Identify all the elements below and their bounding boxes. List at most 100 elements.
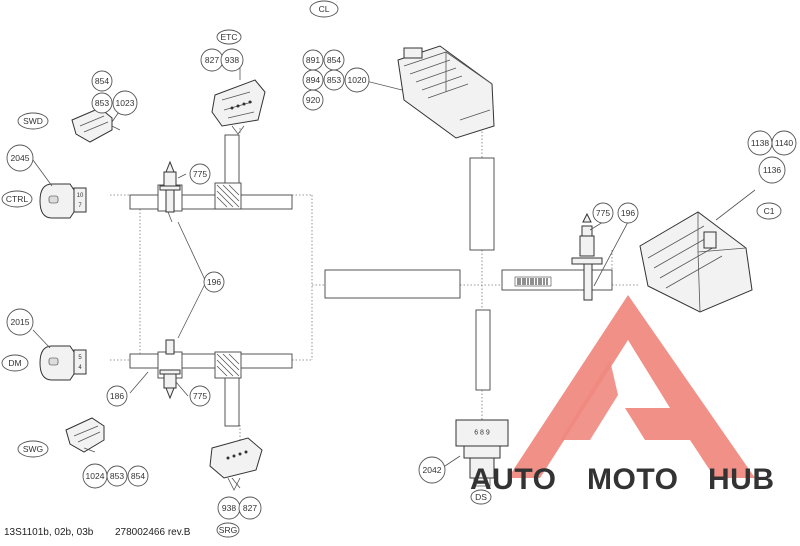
callout-dm: DM (1, 354, 29, 372)
callout-1140: 1140 (771, 130, 797, 156)
svg-text:SRG: SRG (219, 525, 237, 535)
callout-2042: 2042 (418, 456, 446, 484)
svg-text:1138: 1138 (751, 138, 770, 148)
callout-853-b: 853 (106, 465, 128, 487)
svg-text:CL: CL (319, 4, 330, 14)
callout-swd: SWD (17, 112, 49, 130)
svg-text:853: 853 (110, 471, 124, 481)
svg-text:186: 186 (110, 391, 124, 401)
callout-853-c: 853 (323, 69, 345, 91)
svg-text:891: 891 (306, 55, 320, 65)
footer-part-ref: 13S1101b, 02b, 03b (4, 527, 94, 538)
callout-775-c: 775 (592, 202, 614, 224)
svg-text:775: 775 (193, 391, 207, 401)
svg-text:DM: DM (8, 358, 21, 368)
callout-186: 186 (106, 385, 128, 407)
svg-text:775: 775 (193, 169, 207, 179)
footer-revision: 278002466 rev.B (115, 527, 191, 538)
svg-text:1023: 1023 (116, 98, 135, 108)
svg-text:2045: 2045 (11, 153, 30, 163)
svg-text:854: 854 (95, 76, 109, 86)
svg-text:853: 853 (327, 75, 341, 85)
svg-text:2042: 2042 (423, 465, 442, 475)
callout-938-top: 938 (220, 48, 244, 72)
callout-etc: ETC (216, 29, 242, 45)
svg-text:ETC: ETC (221, 32, 238, 42)
svg-text:827: 827 (243, 503, 257, 513)
svg-text:827: 827 (205, 55, 219, 65)
watermark-hub: HUB (708, 463, 775, 496)
ctrl-pin-top: 10 (77, 193, 84, 199)
callout-2045: 2045 (6, 144, 34, 172)
callout-196-a: 196 (203, 271, 225, 293)
bolt-right (571, 212, 603, 301)
callout-1136: 1136 (758, 156, 786, 184)
svg-text:775: 775 (596, 208, 610, 218)
cl-connector (397, 45, 495, 139)
srg-connector (209, 437, 263, 491)
callout-853-a: 853 (91, 92, 113, 114)
callout-854-b: 854 (127, 465, 149, 487)
swd-connector (71, 107, 121, 143)
callout-swg: SWG (17, 440, 49, 458)
svg-text:SWD: SWD (23, 116, 43, 126)
svg-text:853: 853 (95, 98, 109, 108)
dm-connector: 5 4 (39, 345, 87, 381)
callout-827-bottom: 827 (238, 496, 262, 520)
svg-text:DS: DS (475, 492, 487, 502)
svg-text:894: 894 (306, 75, 320, 85)
harness (129, 134, 613, 427)
callout-srg: SRG (216, 522, 240, 538)
callout-ctrl: CTRL (1, 190, 33, 208)
callout-891: 891 (302, 49, 324, 71)
callout-1020: 1020 (344, 67, 370, 93)
watermark-triangle (508, 295, 755, 478)
dm-pin-top: 5 (78, 355, 82, 361)
c1-connector (639, 211, 753, 313)
callout-854-a: 854 (91, 70, 113, 92)
svg-text:938: 938 (222, 503, 236, 513)
callout-854-c: 854 (323, 49, 345, 71)
watermark-text: AUTO MOTO HUB (470, 463, 775, 496)
etc-connector (211, 79, 266, 135)
svg-text:C1: C1 (764, 206, 775, 216)
dm-pin-bottom: 4 (78, 365, 82, 371)
bolt-lower (159, 339, 181, 400)
watermark-auto: AUTO (470, 463, 556, 496)
svg-text:920: 920 (306, 95, 320, 105)
swg-connector (65, 417, 105, 453)
svg-text:196: 196 (621, 208, 635, 218)
callout-1023: 1023 (112, 90, 138, 116)
svg-text:938: 938 (225, 55, 239, 65)
svg-text:1136: 1136 (763, 165, 782, 175)
callout-ds: DS (470, 489, 492, 505)
watermark-inner (560, 360, 618, 440)
callout-2015: 2015 (6, 308, 34, 336)
callout-938-bottom: 938 (217, 496, 241, 520)
callout-920: 920 (302, 89, 324, 111)
ds-connector: 6 8 9 (455, 419, 509, 487)
svg-text:196: 196 (207, 277, 221, 287)
ctrl-pin-bottom: 7 (78, 203, 82, 209)
callout-894: 894 (302, 69, 324, 91)
svg-text:2015: 2015 (11, 317, 30, 327)
callout-1024: 1024 (82, 463, 108, 489)
callout-c1: C1 (756, 202, 782, 220)
svg-text:CTRL: CTRL (6, 194, 28, 204)
callout-775-a: 775 (189, 163, 211, 185)
svg-text:SWG: SWG (23, 444, 43, 454)
svg-text:1024: 1024 (86, 471, 105, 481)
callout-775-b: 775 (189, 385, 211, 407)
watermark-moto: MOTO (587, 463, 678, 496)
ds-pin-labels: 6 8 9 (474, 430, 490, 437)
watermark-logo (508, 295, 755, 478)
svg-text:854: 854 (327, 55, 341, 65)
callout-827-top: 827 (200, 48, 224, 72)
svg-text:1140: 1140 (775, 138, 794, 148)
callout-1138: 1138 (747, 130, 773, 156)
callout-cl: CL (309, 0, 339, 18)
ctrl-connector: 10 7 (39, 183, 87, 219)
